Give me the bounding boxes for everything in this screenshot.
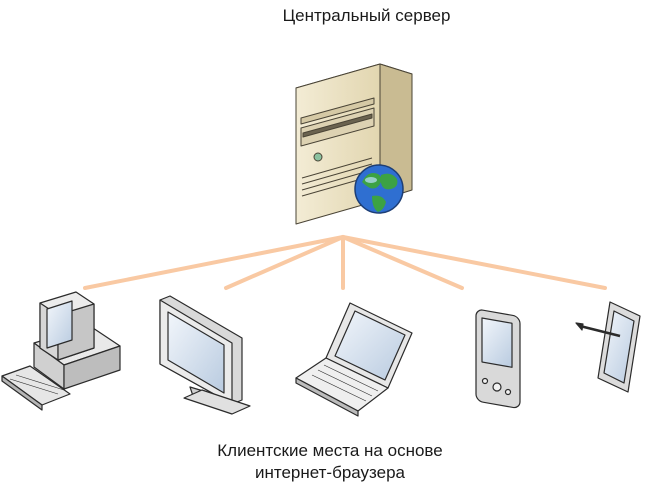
connection-lines xyxy=(83,235,607,290)
clients-caption: Клиентские места на основе интернет-брау… xyxy=(130,440,530,484)
tablet-icon xyxy=(575,301,641,393)
connection-line-monitor xyxy=(224,235,345,290)
clients-caption-line2: интернет-браузера xyxy=(254,463,406,482)
connection-line-pda xyxy=(341,235,464,290)
server-title: Центральный сервер xyxy=(282,6,451,25)
monitor-icon xyxy=(159,295,251,415)
connection-line-desktop xyxy=(83,235,345,290)
laptop-icon xyxy=(295,302,413,417)
globe-icon xyxy=(354,164,404,214)
clients-caption-line1: Клиентские места на основе xyxy=(217,441,443,460)
desktop-computer-icon xyxy=(1,291,121,411)
connection-line-tablet xyxy=(341,235,607,290)
pda-icon xyxy=(475,309,521,409)
